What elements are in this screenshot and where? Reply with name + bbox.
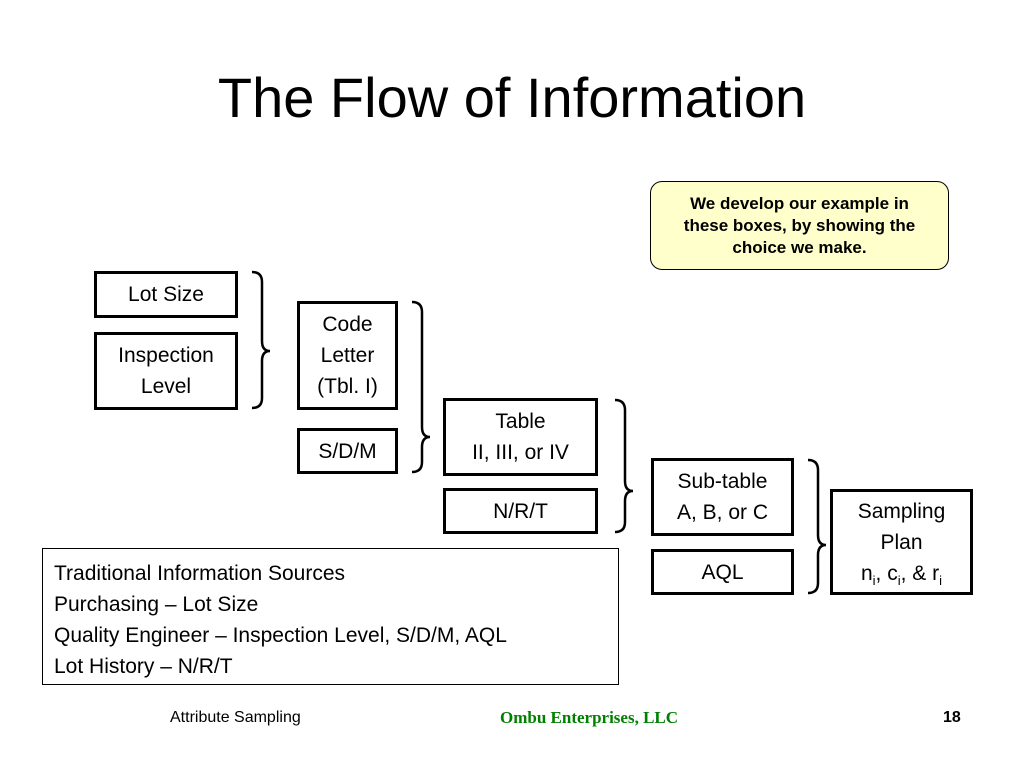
table-box: Table II, III, or IV [443,398,598,476]
formula-c: c [887,561,898,585]
box-label: II, III, or IV [472,441,569,464]
box-label: S/D/M [318,439,377,463]
box-label: Plan [880,530,923,554]
inspection-level-box: Inspection Level [94,332,238,410]
code-letter-box: Code Letter (Tbl. I) [297,301,398,410]
formula-sub: i [939,572,943,588]
lot-size-box: Lot Size [94,271,238,318]
sources-line: Lot History – N/R/T [54,655,233,678]
formula-sub: i [872,572,876,588]
formula-r: r [932,561,940,585]
box-label: A, B, or C [676,501,769,524]
box-label: N/R/T [493,499,548,523]
example-note: We develop our example in these boxes, b… [650,181,949,270]
page-number: 18 [943,709,961,726]
box-label: Code [322,313,373,336]
subtable-box: Sub-table A, B, or C [651,458,794,536]
sampling-plan-box: Sampling Plan ni, ci, & ri [830,489,973,595]
box-label: Inspection [118,344,214,367]
box-label: Lot Size [128,283,204,306]
box-label: AQL [701,560,744,584]
note-line: choice we make. [732,238,867,257]
sources-heading: Traditional Information Sources [54,562,346,585]
box-label: Sampling [857,499,946,523]
sources-line: Quality Engineer – Inspection Level, S/D… [54,624,507,647]
sdm-box: S/D/M [297,428,398,474]
note-line: these boxes, by showing the [683,216,916,235]
box-label: Table [495,410,546,433]
sources-line: Purchasing – Lot Size [54,593,259,616]
nrt-box: N/R/T [443,488,598,534]
brace-2 [411,300,431,474]
brace-4 [807,458,827,595]
footer-topic: Attribute Sampling [170,709,301,726]
slide-title: The Flow of Information [217,66,807,129]
box-label: Letter [320,344,375,367]
formula-sep: , [875,561,888,585]
note-line: We develop our example in [690,194,909,213]
brace-3 [614,398,634,534]
formula-sep: , & [900,561,933,585]
box-label: Sub-table [677,470,768,493]
box-label: (Tbl. I) [317,375,378,398]
sampling-plan-formula: ni, ci, & ri [861,558,942,589]
footer-company: Ombu Enterprises, LLC [500,708,679,727]
box-label: Level [140,375,192,398]
brace-1 [251,270,271,410]
information-sources-box: Traditional Information Sources Purchasi… [42,548,619,685]
formula-n: n [860,561,873,585]
aql-box: AQL [651,549,794,595]
formula-sub: i [897,572,901,588]
